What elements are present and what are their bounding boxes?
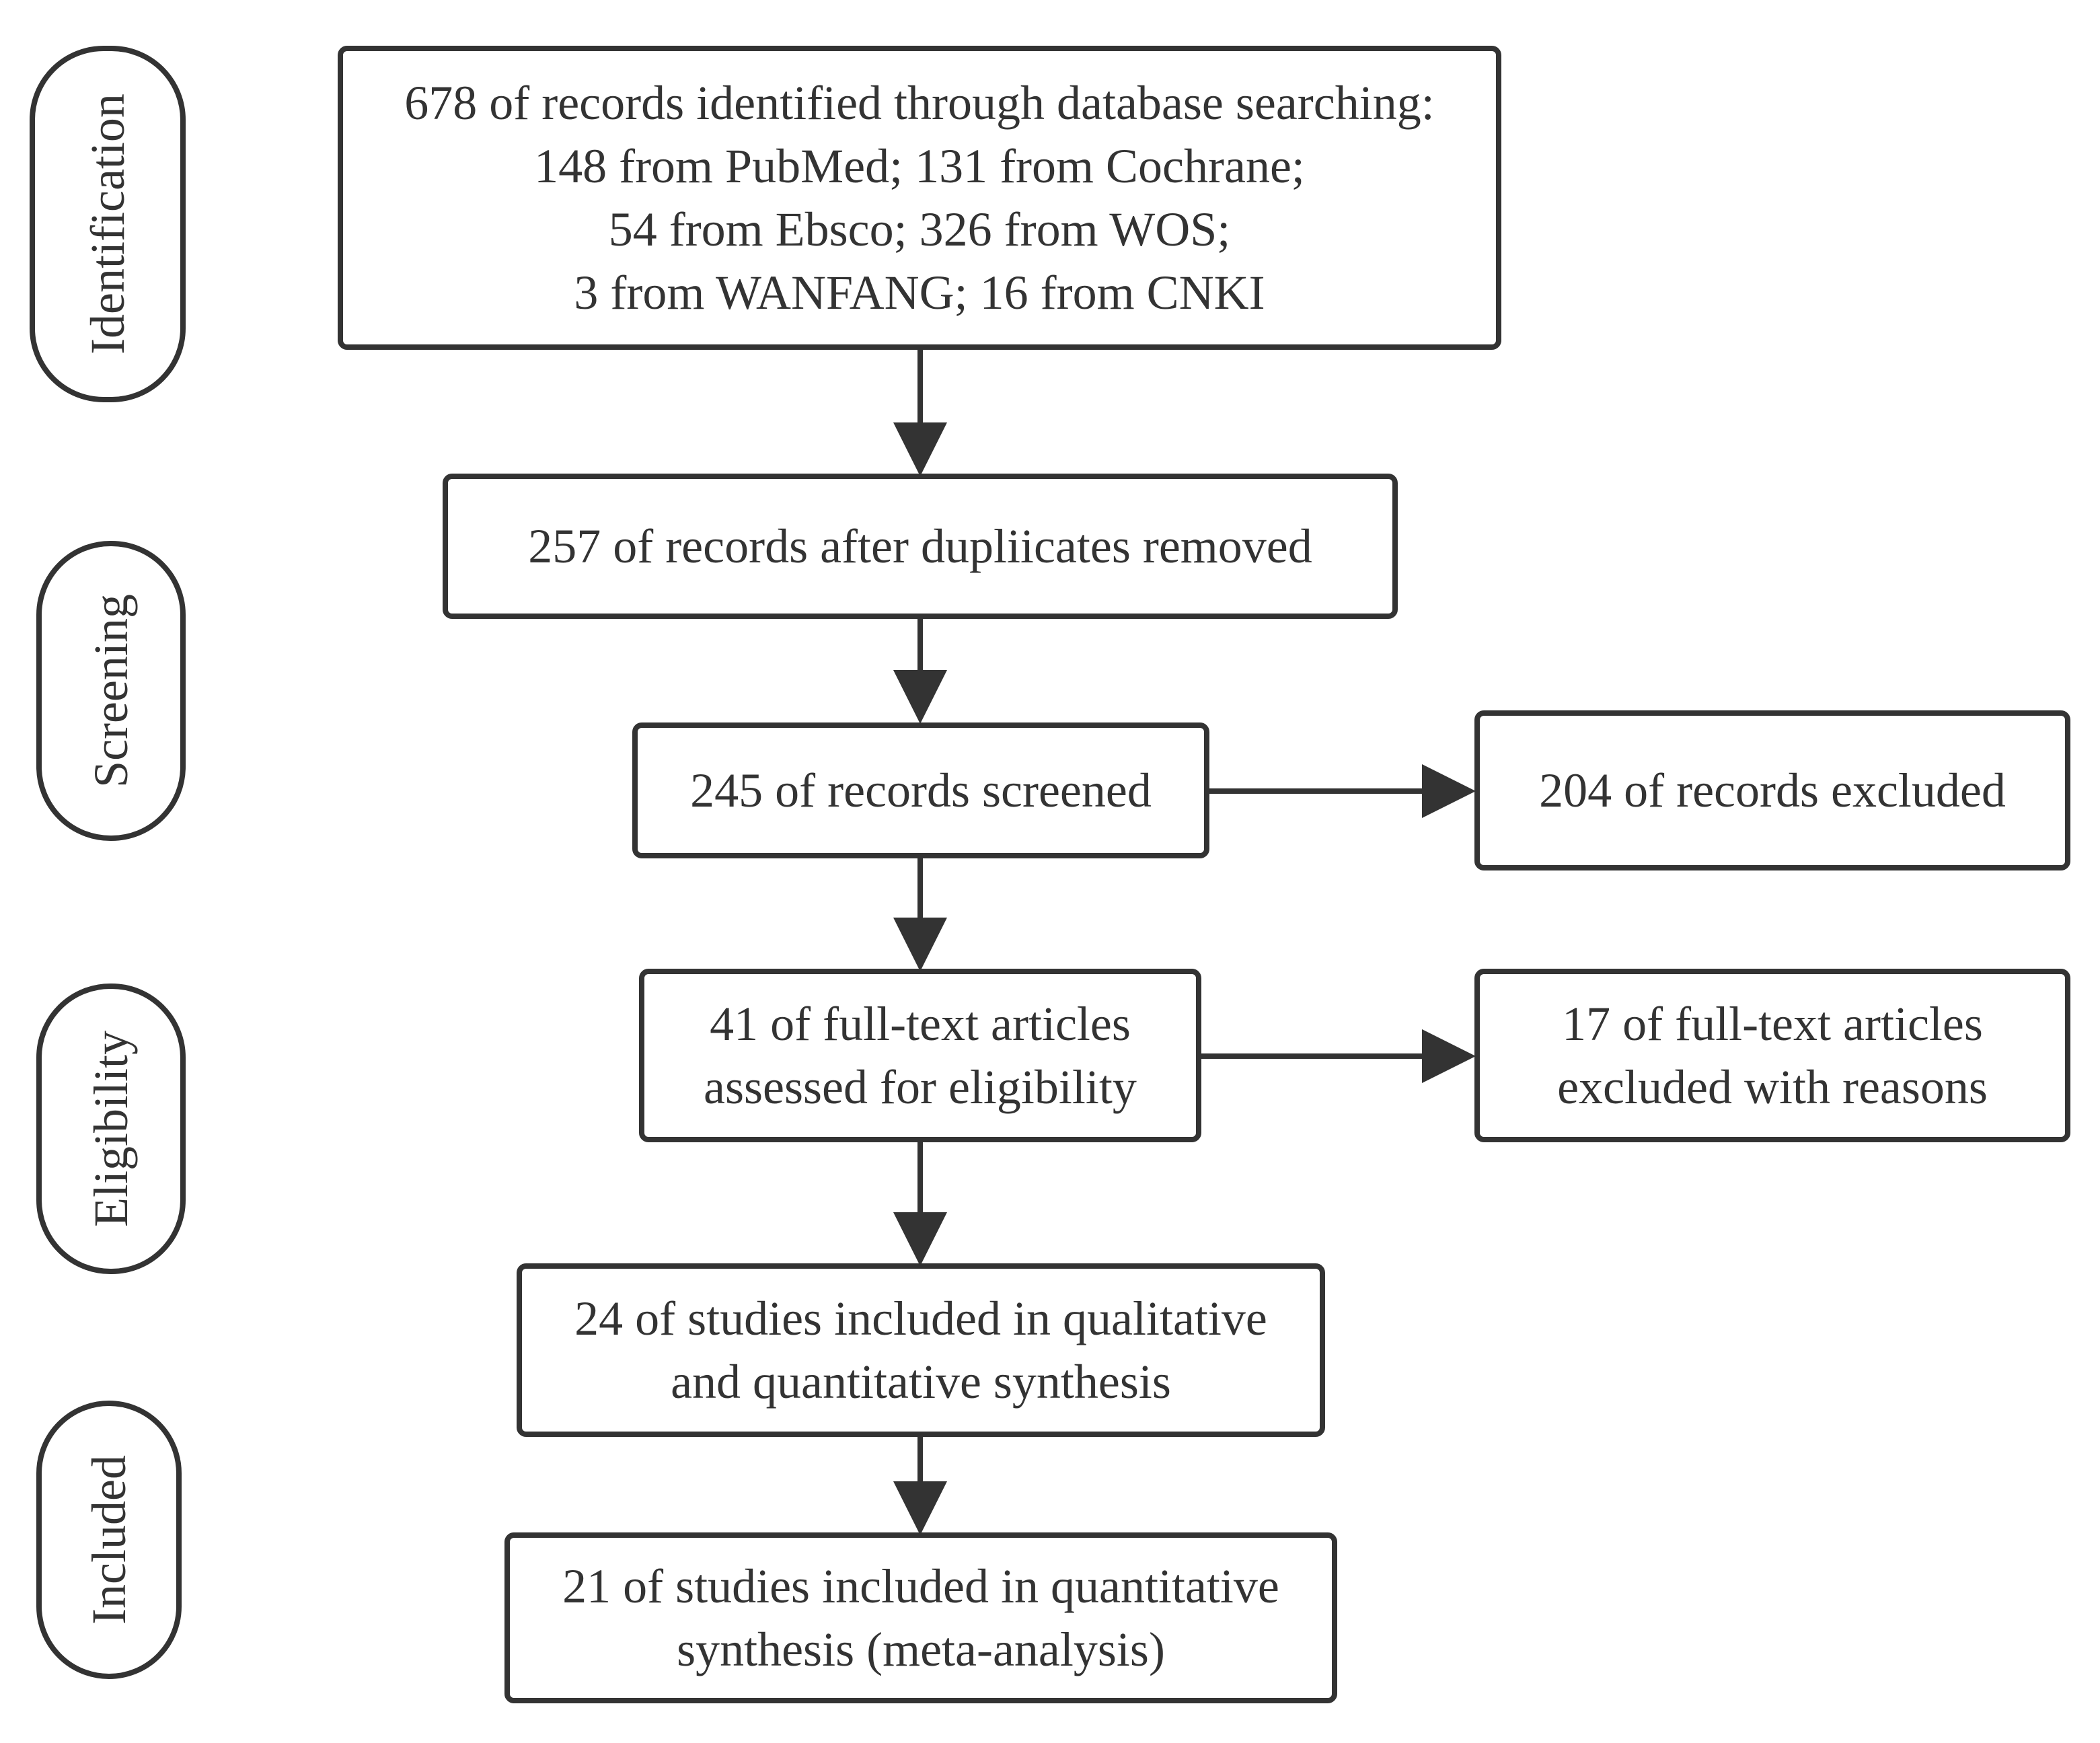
meta-analysis-line-2: synthesis (meta-analysis) [677,1623,1165,1676]
records-screened-line-1: 245 of records screened [690,764,1152,817]
meta-analysis-line-1: 21 of studies included in quantitative [562,1559,1279,1613]
qualitative-synthesis-line-2: and quantitative synthesis [671,1355,1171,1409]
records-excluded-line-1: 204 of records excluded [1539,764,2006,817]
phase-screening: Screening [36,541,186,841]
box-meta-analysis: 21 of studies included in quantitative s… [504,1532,1337,1703]
fulltext-excluded-line-2: excluded with reasons [1557,1060,1988,1114]
records-identified-line-2: 148 from PubMed; 131 from Cochrane; [534,139,1305,193]
qualitative-synthesis-line-1: 24 of studies included in qualitative [574,1292,1267,1345]
records-identified-line-4: 3 from WANFANG; 16 from CNKI [574,266,1265,320]
phase-identification: Identification [30,46,186,402]
box-records-identified: 678 of records identified through databa… [338,46,1501,350]
records-identified-line-1: 678 of records identified through databa… [404,76,1435,130]
box-qualitative-synthesis: 24 of studies included in qualitative an… [517,1263,1325,1437]
box-records-screened: 245 of records screened [632,722,1209,858]
fulltext-assessed-line-1: 41 of full-text articles [710,997,1131,1051]
box-records-excluded: 204 of records excluded [1474,710,2070,870]
duplicates-removed-line-1: 257 of records after dupliicates removed [528,519,1312,573]
box-duplicates-removed: 257 of records after dupliicates removed [443,474,1398,619]
records-identified-line-3: 54 from Ebsco; 326 from WOS; [608,202,1231,256]
box-fulltext-excluded: 17 of full-text articles excluded with r… [1474,969,2070,1142]
fulltext-assessed-line-2: assessed for eligibility [704,1060,1137,1114]
phase-eligibility: Eligibility [36,984,186,1274]
box-fulltext-assessed: 41 of full-text articles assessed for el… [639,969,1201,1142]
fulltext-excluded-line-1: 17 of full-text articles [1562,997,1983,1051]
phase-included: Included [36,1401,182,1679]
